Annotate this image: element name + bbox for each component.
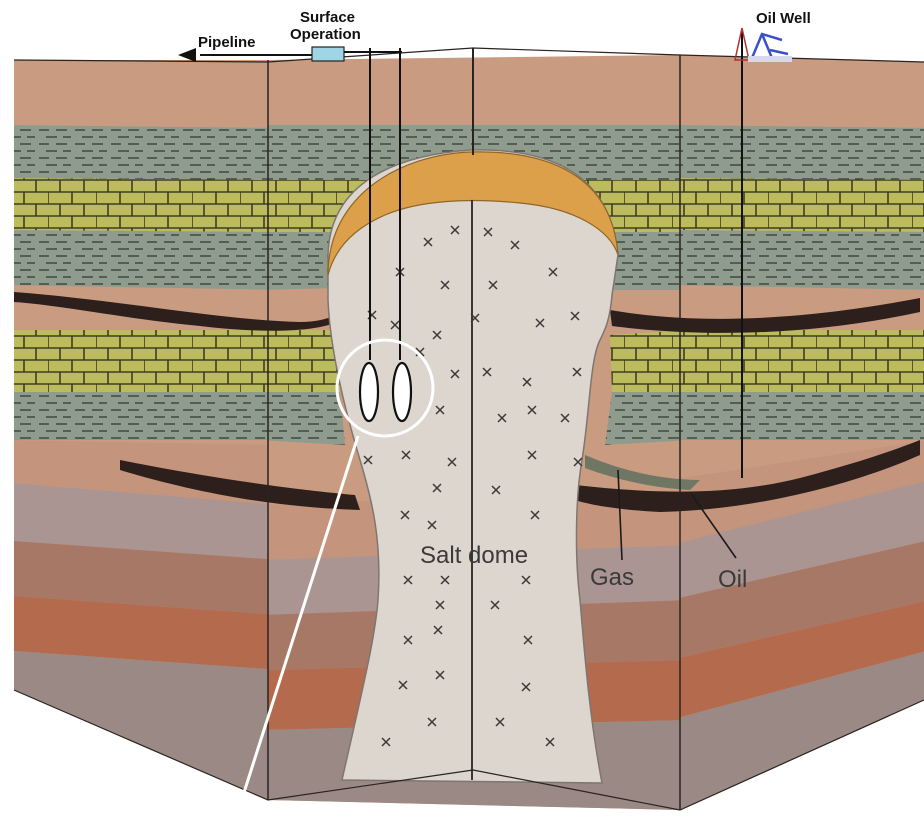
gas-label: Gas: [590, 564, 634, 591]
pump-jack-icon: [752, 34, 788, 58]
pipeline-label: Pipeline: [198, 34, 256, 51]
operation-label: Operation: [290, 26, 361, 43]
salt-dome-label: Salt dome: [420, 542, 528, 569]
surface-facility-box: [312, 47, 344, 61]
oil-well-label: Oil Well: [756, 10, 811, 27]
left-face: [0, 40, 280, 836]
pipeline-arrow-icon: [178, 48, 196, 62]
storage-cavern-1: [360, 363, 378, 421]
storage-cavern-2: [393, 363, 411, 421]
surface-label: Surface: [300, 9, 355, 26]
oil-label: Oil: [718, 566, 747, 593]
